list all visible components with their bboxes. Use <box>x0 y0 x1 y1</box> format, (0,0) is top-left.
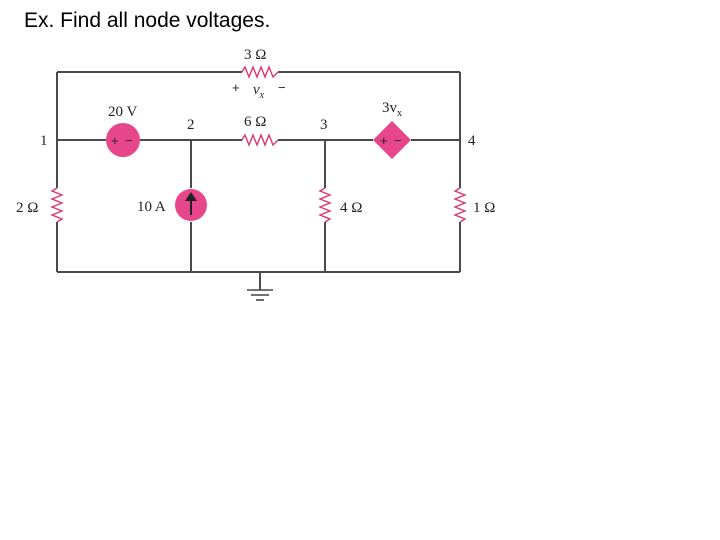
label-6ohm: 6 Ω <box>244 114 266 130</box>
node-1-label: 1 <box>40 133 48 149</box>
vx-plus: + <box>232 80 240 95</box>
vx-minus: − <box>278 80 286 95</box>
label-10a: 10 A <box>137 199 166 215</box>
dep-source-plus: + <box>380 133 388 148</box>
label-3ohm: 3 Ω <box>244 47 266 63</box>
label-4ohm: 4 Ω <box>340 200 362 216</box>
label-dependent-source: 3vx <box>382 100 402 119</box>
voltage-source-20v: + − <box>106 123 140 157</box>
ground-icon <box>247 289 273 301</box>
dependent-voltage-source: + − <box>373 121 411 159</box>
resistor-2ohm <box>50 187 64 223</box>
label-1ohm: 1 Ω <box>473 200 495 216</box>
resistor-6ohm <box>241 133 279 147</box>
source-minus: − <box>125 133 133 148</box>
page-title: Ex. Find all node voltages. <box>24 9 271 32</box>
label-20v: 20 V <box>108 104 137 120</box>
vx-label: vx <box>253 82 265 101</box>
label-2ohm: 2 Ω <box>16 200 38 216</box>
vx-sub: x <box>259 90 265 101</box>
dep-prefix: 3v <box>382 100 398 116</box>
arrow-up-icon <box>185 192 197 201</box>
dep-source-minus: − <box>394 133 402 148</box>
node-4-label: 4 <box>468 133 476 149</box>
wires <box>56 71 461 290</box>
node-3-label: 3 <box>320 117 328 133</box>
source-plus: + <box>111 133 119 148</box>
resistor-3ohm <box>241 65 279 79</box>
current-source-10a <box>175 189 207 221</box>
node-2-label: 2 <box>187 117 195 133</box>
vx-v: v <box>253 82 260 98</box>
resistor-4ohm <box>318 187 332 223</box>
resistor-1ohm <box>453 187 467 223</box>
dep-sub: x <box>397 108 402 119</box>
